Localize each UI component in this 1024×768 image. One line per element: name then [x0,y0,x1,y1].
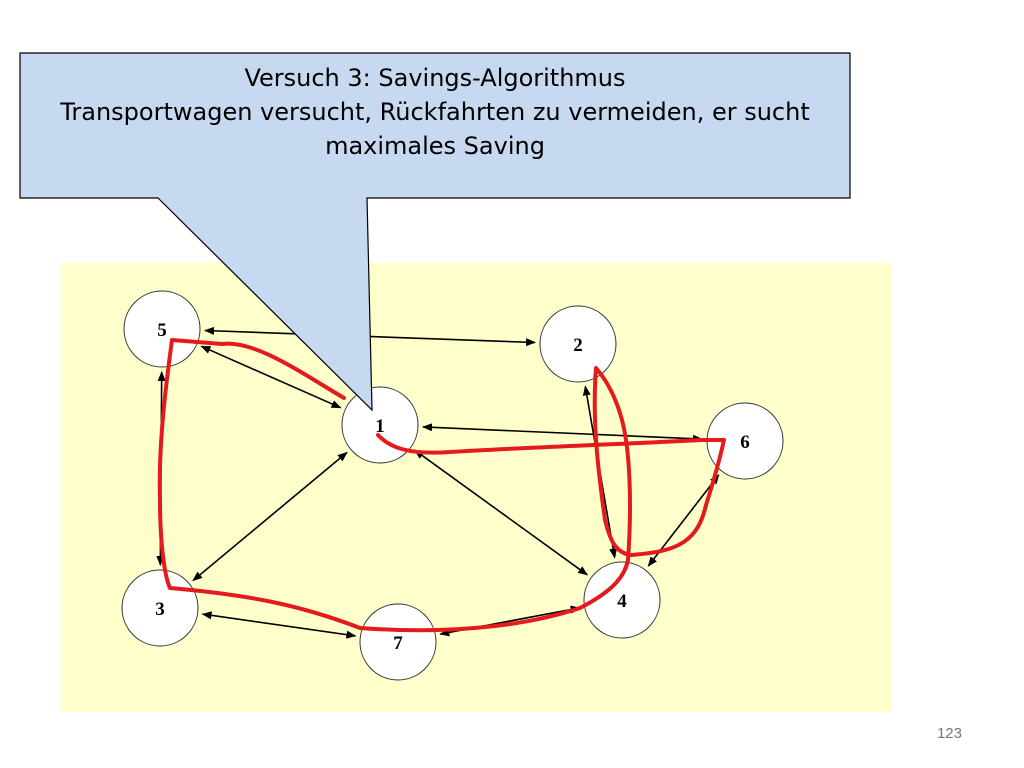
node-label: 4 [617,591,627,612]
node-label: 5 [157,320,167,341]
node-4: 4 [583,561,661,639]
node-circle [539,305,617,383]
edge-5-1 [200,345,342,409]
node-label: 1 [375,416,385,437]
node-7: 7 [359,603,437,681]
node-1: 1 [341,386,419,464]
callout-box [19,52,851,412]
node-label: 6 [740,432,750,453]
callout-title: Versuch 3: Savings-Algorithmus [244,64,625,92]
node-circle [359,603,437,681]
node-3: 3 [121,569,199,647]
callout-description-line: Transportwagen versucht, Rückfahrten zu … [59,98,810,126]
node-label: 3 [155,599,165,620]
callout-description-line: maximales Saving [325,132,545,160]
node-2: 2 [539,305,617,383]
node-circle [583,561,661,639]
edge-1-4 [413,449,589,576]
savings-route-path [157,338,726,633]
page-number: 123 [936,725,962,742]
edge-1-6 [422,423,703,443]
node-circle [123,290,201,368]
node-label: 7 [393,633,403,654]
node-circle [341,386,419,464]
node-5: 5 [123,290,201,368]
edge-3-7 [201,611,357,639]
nodes-layer: 5 2 1 6 3 4 7 [121,290,784,681]
node-label: 2 [573,335,583,356]
edge-1-3 [192,451,348,582]
